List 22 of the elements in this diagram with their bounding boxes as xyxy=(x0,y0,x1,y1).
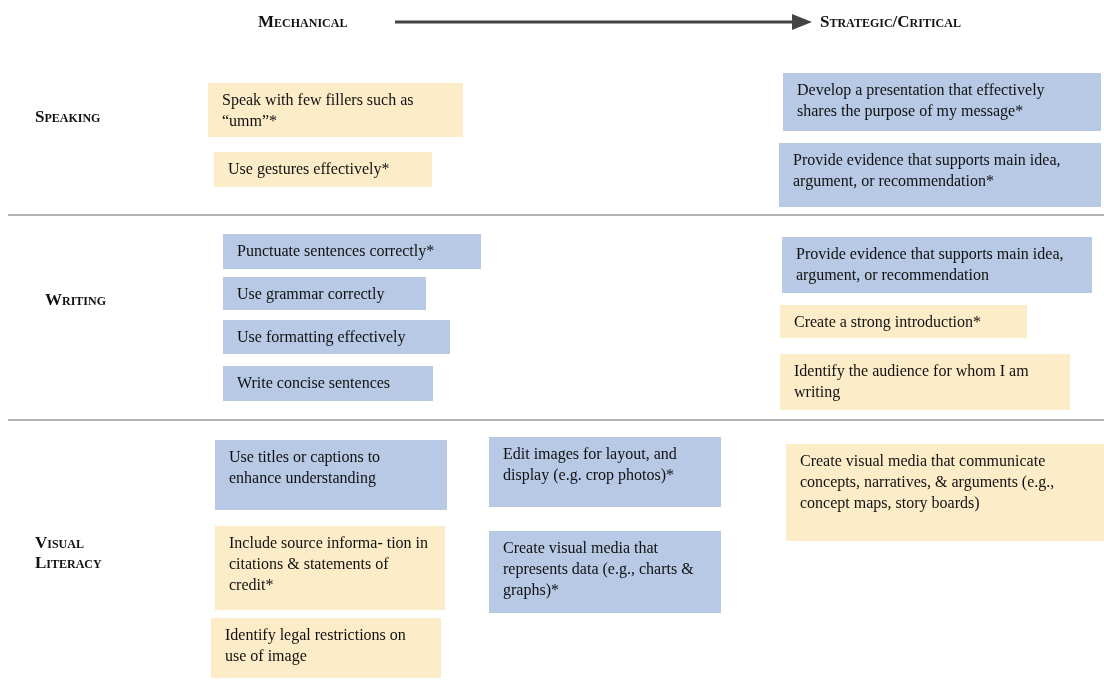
skill-box: Edit images for layout, and display (e.g. crop photos)* xyxy=(489,437,721,507)
skill-box: Speak with few fillers such as “umm”* xyxy=(208,83,463,137)
row-heading: Visual Literacy xyxy=(35,533,103,573)
skill-box: Identify the audience for whom I am writing xyxy=(780,354,1070,410)
skill-box: Create visual media that represents data (e.g., charts & graphs)* xyxy=(489,531,721,613)
skill-box: Use grammar correctly xyxy=(223,277,426,310)
skill-box: Use formatting effectively xyxy=(223,320,450,354)
skill-box: Create a strong introduction* xyxy=(780,305,1027,338)
skill-box: Include source informa- tion in citations & statements of credit* xyxy=(215,526,445,610)
skill-box: Use titles or captions to enhance understanding xyxy=(215,440,447,510)
column-heading: Strategic/Critical xyxy=(820,12,961,32)
row-heading: Speaking xyxy=(35,107,101,127)
skill-box: Identify legal restrictions on use of image xyxy=(211,618,441,678)
skill-box: Use gestures effectively* xyxy=(214,152,432,187)
skill-box: Provide evidence that supports main idea, argument, or recommendation xyxy=(782,237,1092,293)
skill-box: Develop a presentation that effectively shares the purpose of my message* xyxy=(783,73,1101,131)
skill-box: Provide evidence that supports main idea, argument, or recommendation* xyxy=(779,143,1101,207)
skill-box: Punctuate sentences correctly* xyxy=(223,234,481,269)
column-heading: Mechanical xyxy=(258,12,348,32)
skill-box: Write concise sentences xyxy=(223,366,433,401)
skill-box: Create visual media that communicate concepts, narratives, & arguments (e.g., concept maps, story boards) xyxy=(786,444,1104,541)
row-heading: Writing xyxy=(45,290,106,310)
